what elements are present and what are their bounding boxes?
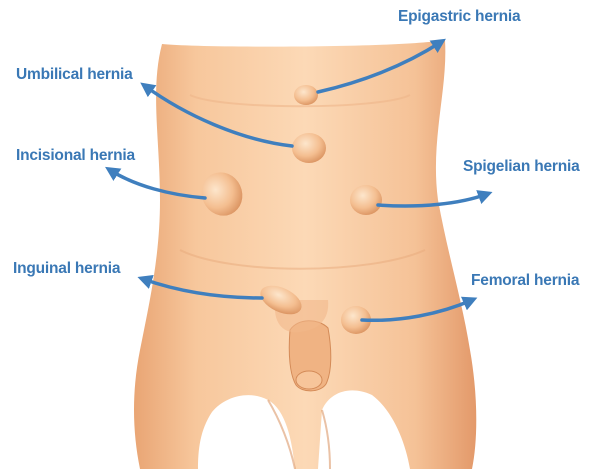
label-inguinal: Inguinal hernia: [13, 261, 120, 277]
umbilical-bulge: [292, 133, 326, 163]
label-femoral: Femoral hernia: [471, 273, 579, 289]
spigelian-bulge: [350, 185, 382, 215]
label-incisional: Incisional hernia: [16, 148, 135, 164]
epigastric-bulge: [294, 85, 318, 105]
label-umbilical: Umbilical hernia: [16, 67, 133, 83]
label-spigelian: Spigelian hernia: [463, 159, 580, 175]
label-epigastric: Epigastric hernia: [398, 9, 520, 25]
